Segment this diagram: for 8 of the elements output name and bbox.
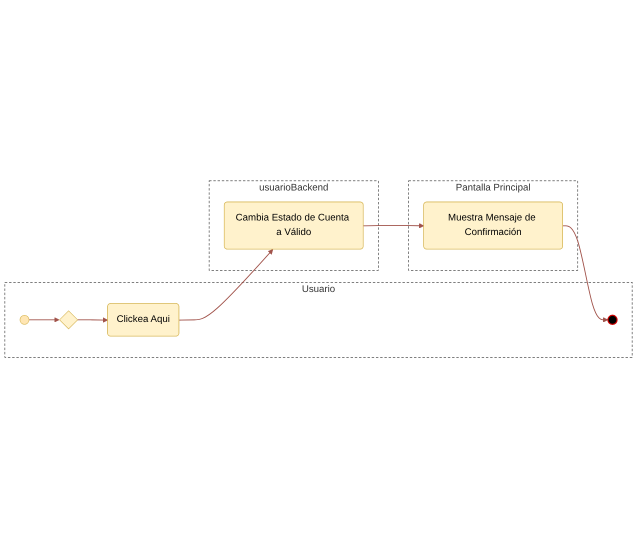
node-circle (607, 315, 618, 326)
arrow (562, 226, 608, 323)
arrow (28, 318, 60, 323)
node-diamond (59, 310, 78, 330)
arrow (363, 224, 424, 229)
arrow (76, 318, 108, 324)
node-circle (20, 315, 30, 326)
arrow (178, 250, 274, 322)
